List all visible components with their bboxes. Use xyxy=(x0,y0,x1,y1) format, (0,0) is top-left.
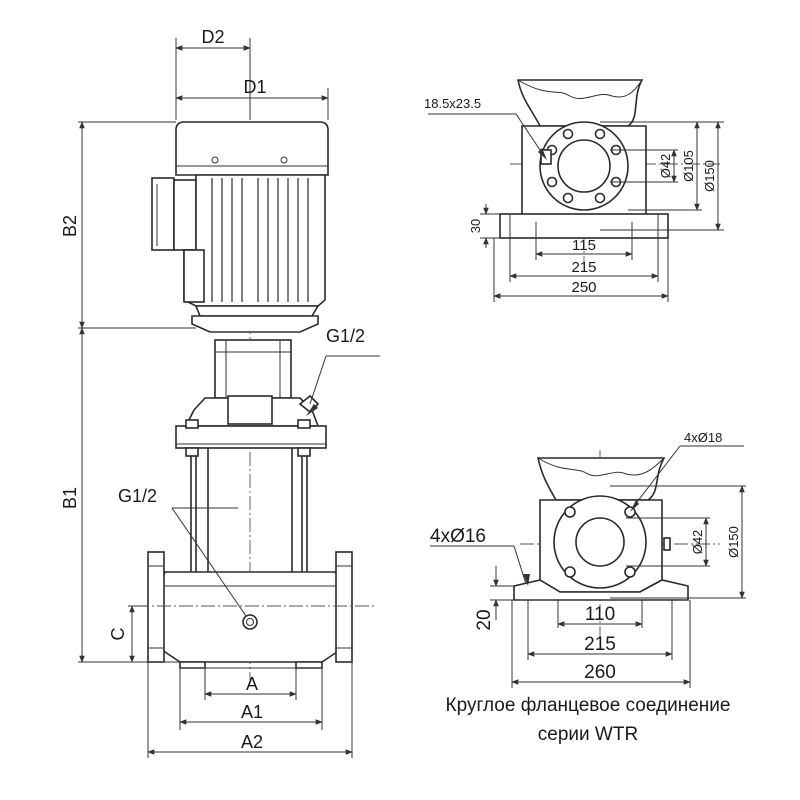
label-top-dia150: Ø150 xyxy=(702,160,717,192)
label-b2: B2 xyxy=(60,215,80,237)
label-top-w215: 215 xyxy=(571,259,596,276)
terminal-box xyxy=(151,177,197,251)
label-g12-upper: G1/2 xyxy=(326,326,365,346)
label-holes-18: 4xØ18 xyxy=(684,430,722,445)
label-d1: D1 xyxy=(243,77,266,97)
label-a: A xyxy=(246,674,258,694)
caption-line-1: Круглое фланцевое соединение xyxy=(446,695,731,716)
motor-cap xyxy=(175,121,329,176)
label-bolt-slot: 18.5x23.5 xyxy=(424,96,481,111)
label-bottom-w215: 215 xyxy=(584,634,616,655)
label-top-w115: 115 xyxy=(572,237,596,254)
motor-body xyxy=(183,174,326,307)
label-top-dia105: Ø105 xyxy=(681,150,696,182)
label-c: C xyxy=(108,628,128,641)
label-bottom-w110: 110 xyxy=(585,604,615,625)
front-view: D2 D1 B2 B1 C A A1 A2 G1/2 xyxy=(60,27,380,758)
stage-barrel xyxy=(190,448,308,572)
motor-flange xyxy=(191,305,320,333)
label-top-w250: 250 xyxy=(571,279,596,296)
label-top-h30: 30 xyxy=(468,219,483,233)
top-plate xyxy=(175,419,327,457)
label-bottom-h20: 20 xyxy=(474,609,495,630)
label-bottom-dia150: Ø150 xyxy=(726,526,741,558)
label-bottom-w260: 260 xyxy=(584,662,616,683)
coupling xyxy=(214,339,292,399)
top-flange-view: 18.5x23.5 Ø42 Ø105 Ø150 30 115 215 250 xyxy=(424,79,724,302)
label-bottom-dia42: Ø42 xyxy=(690,530,705,555)
label-d2: D2 xyxy=(201,27,224,47)
base-casing xyxy=(147,551,353,669)
label-top-dia42: Ø42 xyxy=(658,154,673,179)
label-a2: A2 xyxy=(241,732,263,752)
bottom-flange-view: 4xØ18 4xØ16 Ø42 Ø150 20 110 215 260 xyxy=(430,430,746,688)
label-holes-16: 4xØ16 xyxy=(430,526,486,547)
label-b1: B1 xyxy=(60,487,80,509)
label-a1: A1 xyxy=(241,702,263,722)
label-g12-lower: G1/2 xyxy=(118,486,157,506)
caption-line-2: серии WTR xyxy=(538,724,638,745)
